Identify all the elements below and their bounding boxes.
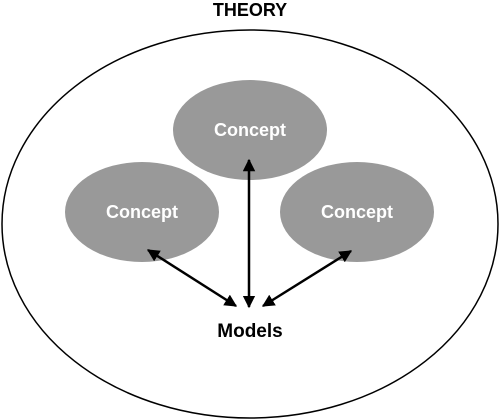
theory-title: THEORY bbox=[213, 0, 287, 20]
arrow-left-concept-to-models bbox=[146, 248, 238, 308]
concept-shape bbox=[280, 162, 434, 262]
concept-label: Concept bbox=[214, 120, 286, 140]
models-label: Models bbox=[217, 321, 282, 342]
theory-boundary bbox=[1, 29, 499, 419]
concept-label: Concept bbox=[106, 202, 178, 222]
arrow-right-concept-to-models bbox=[261, 249, 353, 308]
concept-node-top: Concept bbox=[173, 80, 327, 180]
concept-shape bbox=[173, 80, 327, 180]
concept-node-right: Concept bbox=[280, 162, 434, 262]
concept-label: Concept bbox=[321, 202, 393, 222]
concept-node-left: Concept bbox=[65, 162, 219, 262]
concept-shape bbox=[65, 162, 219, 262]
